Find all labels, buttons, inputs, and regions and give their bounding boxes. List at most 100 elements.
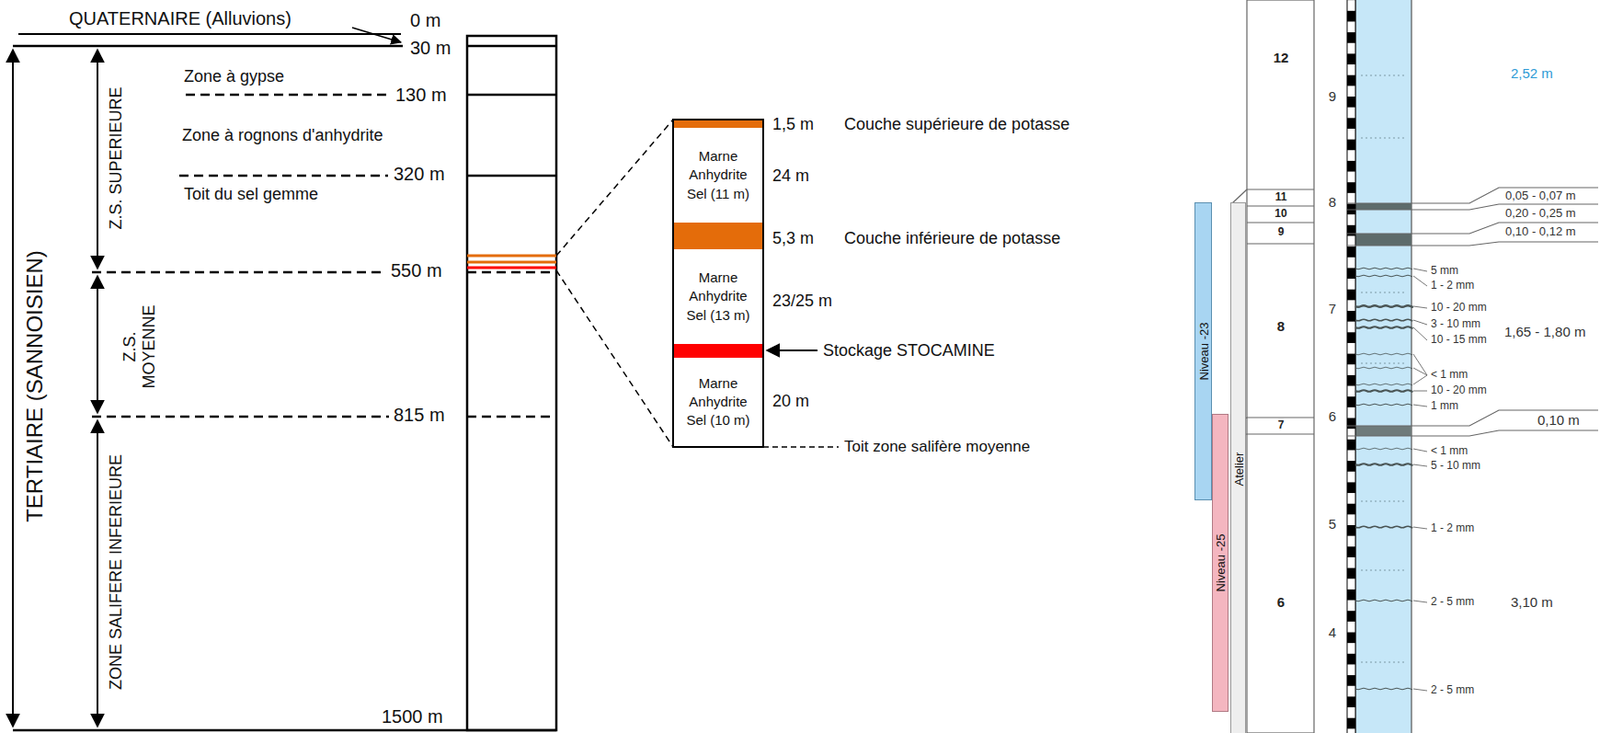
surface-line — [18, 33, 401, 35]
faint-layer — [1360, 363, 1407, 365]
leader-line — [1413, 327, 1428, 341]
layer-boundary — [1347, 430, 1599, 436]
thickness-label: 0,10 m — [1537, 411, 1580, 428]
depth-label: 23/25 m — [772, 291, 833, 311]
ruler-tick — [1347, 331, 1356, 343]
layer-name: Couche supérieure de potasse — [844, 114, 1070, 135]
ruler-tick — [1347, 568, 1356, 580]
column-frame — [467, 35, 557, 731]
layer-number: 12 — [1273, 49, 1290, 66]
zone-label: ZONE SALIFERE INFERIEURE — [106, 454, 126, 690]
potash-line — [467, 261, 557, 264]
ruler-tick — [1347, 267, 1356, 279]
layer-boundary — [1246, 221, 1315, 223]
ruler-tick — [1347, 182, 1356, 194]
clay-layer — [1355, 389, 1413, 392]
scale-number: 8 — [1328, 194, 1337, 210]
depth-label: 20 m — [772, 391, 810, 412]
layer-boundary — [1347, 241, 1599, 246]
rock-band: Marne Anhydrite Sel (10 m) — [674, 357, 763, 446]
rock-band: Marne Anhydrite Sel (11 m) — [674, 127, 763, 223]
scale-number: 7 — [1328, 300, 1337, 317]
clay-layer — [1355, 366, 1413, 369]
level-bar: Niveau -25 — [1211, 413, 1229, 712]
joint-thickness: 5 mm — [1430, 264, 1459, 278]
clay-layer — [1355, 267, 1413, 270]
clay-layer — [1355, 353, 1413, 355]
level-bar: Niveau -23 — [1194, 202, 1212, 501]
ruler-tick — [1347, 439, 1356, 451]
ruler-tick — [1347, 375, 1356, 387]
leader-line — [1413, 688, 1428, 691]
horizon-line — [467, 45, 557, 48]
faint-layer — [1360, 292, 1407, 294]
zone-boundary — [185, 93, 391, 97]
joint-thickness: 10 - 20 mm — [1430, 301, 1487, 315]
joint-thickness: 10 - 15 mm — [1430, 333, 1487, 347]
joint-thickness: 2 - 5 mm — [1430, 684, 1475, 698]
zoom-leader — [556, 119, 674, 256]
joint-thickness: 1 - 2 mm — [1430, 522, 1475, 536]
joint-thickness: 10 - 20 mm — [1430, 384, 1487, 398]
depth-label: 1500 m — [381, 706, 444, 728]
leader-line — [1413, 354, 1428, 376]
dark-layer — [1355, 233, 1412, 246]
zone-boundary — [91, 271, 387, 275]
layer-name: QUATERNAIRE (Alluvions) — [68, 8, 292, 30]
roof-line — [763, 445, 839, 448]
depth-label: 320 m — [393, 163, 446, 185]
joint-thickness: 5 - 10 mm — [1430, 459, 1481, 473]
ruler-tick — [1347, 481, 1356, 493]
clay-layer — [1355, 525, 1413, 528]
depth-label: 24 m — [772, 166, 810, 186]
core-column — [1355, 0, 1412, 733]
ruler-tick — [1347, 289, 1356, 301]
base-line — [12, 729, 557, 732]
clay-layer — [1355, 319, 1413, 321]
layer-name: Zone à rognons d'anhydrite — [182, 125, 384, 146]
clay-layer — [1355, 599, 1413, 602]
zone-boundary — [179, 174, 389, 178]
clay-layer — [1355, 274, 1413, 277]
bar-label: Niveau -25 — [1214, 534, 1227, 593]
ruler-tick — [1347, 674, 1356, 686]
clay-layer — [1355, 687, 1413, 690]
leader-line — [1413, 367, 1428, 376]
clay-layer — [1355, 305, 1413, 308]
joint-thickness: 1 mm — [1430, 400, 1459, 413]
thickness-label: 0,20 - 0,25 m — [1505, 206, 1577, 221]
span-arrow — [96, 275, 99, 413]
ruler-tick — [1347, 32, 1356, 44]
ruler-tick — [1347, 718, 1356, 730]
ruler-tick — [1347, 354, 1356, 366]
horizon-line — [467, 174, 557, 178]
band-label: Marne Anhydrite Sel (11 m) — [674, 147, 763, 204]
ruler-tick — [1347, 53, 1356, 65]
bar-label: Atelier — [1232, 452, 1245, 487]
ruler-tick — [1347, 632, 1356, 644]
ruler-tick — [1347, 503, 1356, 515]
layer-number: 10 — [1274, 207, 1287, 221]
ruler-tick — [1347, 396, 1356, 408]
joint-thickness: 3 - 10 mm — [1430, 318, 1481, 332]
layer-number: 11 — [1275, 191, 1288, 205]
span-arrow — [11, 49, 14, 727]
depth-ruler — [1347, 0, 1356, 733]
layer-boundary — [1232, 189, 1247, 204]
depth-label: 550 m — [390, 260, 443, 282]
leader-line — [1413, 464, 1428, 467]
band-label: Marne Anhydrite Sel (13 m) — [674, 268, 763, 325]
ruler-tick — [1347, 117, 1356, 129]
layer-boundary — [1347, 187, 1599, 204]
layer-name: Couche inférieure de potasse — [844, 228, 1061, 249]
ruler-tick — [1347, 610, 1356, 622]
faint-layer — [1360, 137, 1407, 139]
clay-layer — [1355, 447, 1413, 450]
ruler-tick — [1347, 546, 1356, 558]
faint-layer — [1360, 75, 1407, 77]
horizon-line — [467, 93, 557, 97]
scale-number: 4 — [1328, 624, 1337, 640]
thickness-label: 0,10 - 0,12 m — [1505, 225, 1577, 240]
pointer-arrow — [766, 349, 818, 352]
zone-label: Z.S. SUPERIEURE — [106, 86, 126, 229]
